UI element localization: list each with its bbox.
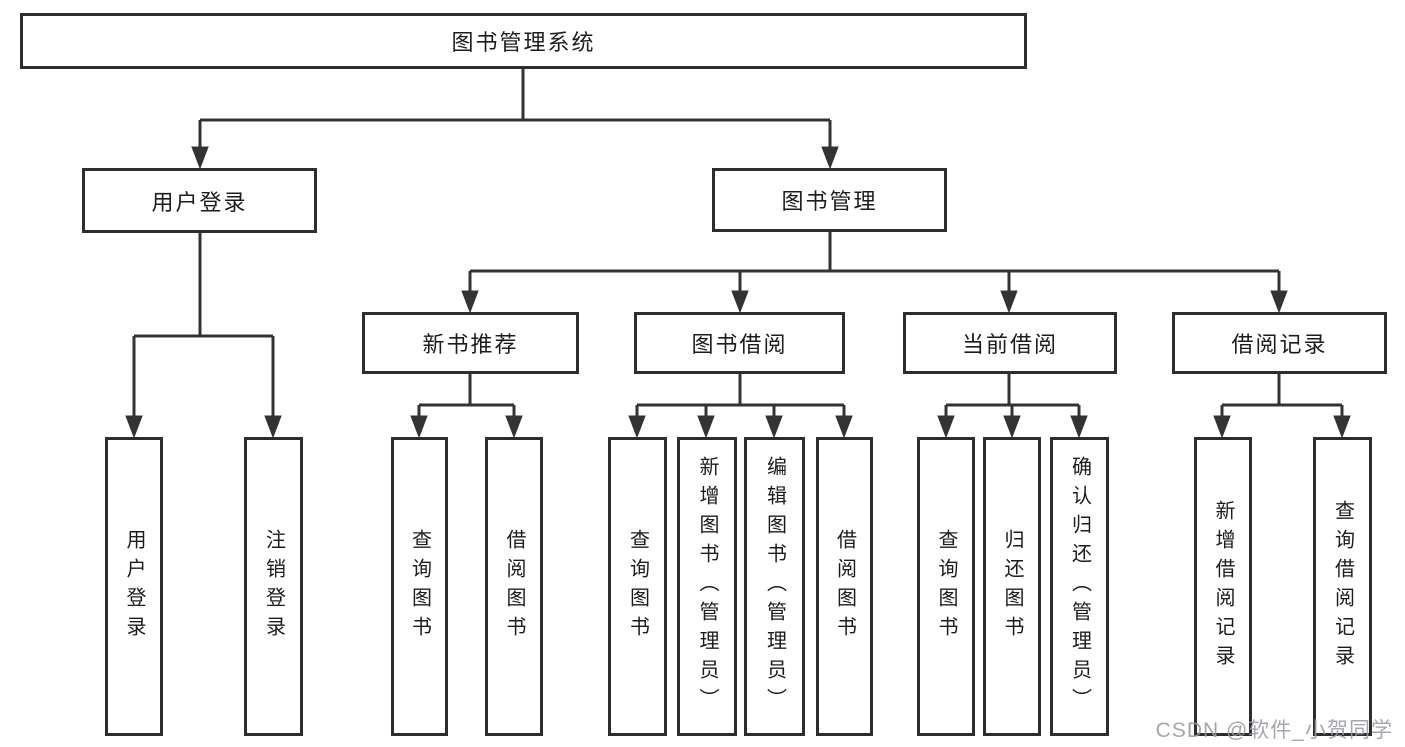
leaf-add-book-admin: 新增图书（管理员）: [677, 437, 737, 736]
node-user-login: 用户登录: [82, 168, 317, 233]
leaf-edit-book-admin: 编辑图书（管理员）: [744, 437, 805, 736]
node-label: 新书推荐: [422, 332, 519, 357]
leaf-user-login: 用户登录: [105, 437, 163, 736]
leaf-query-borrow-record: 查询借阅记录: [1313, 437, 1372, 736]
leaf-borrow-books-recommend: 借阅图书: [485, 437, 543, 736]
node-label: 图书借阅: [691, 332, 788, 357]
node-label: 编辑图书（管理员）: [763, 456, 786, 717]
node-label: 确认归还（管理员）: [1068, 456, 1091, 717]
leaf-query-books-borrowing: 查询图书: [608, 437, 667, 736]
node-current-borrowing: 当前借阅: [903, 312, 1117, 374]
leaf-borrow-books-borrowing: 借阅图书: [816, 437, 873, 736]
leaf-confirm-return-admin: 确认归还（管理员）: [1050, 437, 1109, 736]
node-label: 图书管理: [781, 189, 878, 214]
node-label: 归还图书: [1001, 528, 1023, 645]
leaf-logout-login: 注销登录: [244, 437, 303, 736]
node-label: 用户登录: [151, 189, 248, 215]
node-label: 借阅记录: [1231, 332, 1328, 357]
node-root: 图书管理系统: [20, 13, 1027, 69]
node-label: 查询图书: [408, 528, 431, 645]
node-label: 图书管理系统: [451, 30, 596, 55]
node-book-management: 图书管理: [712, 168, 947, 232]
node-label: 借阅图书: [833, 528, 856, 645]
node-label: 查询借阅记录: [1331, 499, 1354, 674]
node-book-borrowing: 图书借阅: [634, 312, 845, 374]
connector-segments: [132, 69, 1344, 419]
node-label: 用户登录: [123, 528, 145, 645]
node-label: 新增借阅记录: [1212, 499, 1234, 674]
watermark: CSDN @软件_小贺同学: [1155, 719, 1393, 742]
node-label: 查询图书: [935, 528, 957, 645]
node-borrowing-records: 借阅记录: [1172, 312, 1387, 374]
leaf-return-books: 归还图书: [983, 437, 1041, 736]
leaf-query-books-recommend: 查询图书: [391, 437, 448, 736]
node-label: 借阅图书: [503, 528, 525, 645]
arrowhead-markers: [125, 146, 1351, 439]
leaf-add-borrow-record: 新增借阅记录: [1194, 437, 1252, 736]
node-label: 新增图书（管理员）: [696, 456, 718, 717]
node-label: 当前借阅: [961, 332, 1058, 357]
node-new-book-recommend: 新书推荐: [362, 312, 579, 374]
leaf-query-books-current: 查询图书: [917, 437, 975, 736]
node-label: 查询图书: [626, 528, 649, 645]
node-label: 注销登录: [262, 528, 285, 645]
